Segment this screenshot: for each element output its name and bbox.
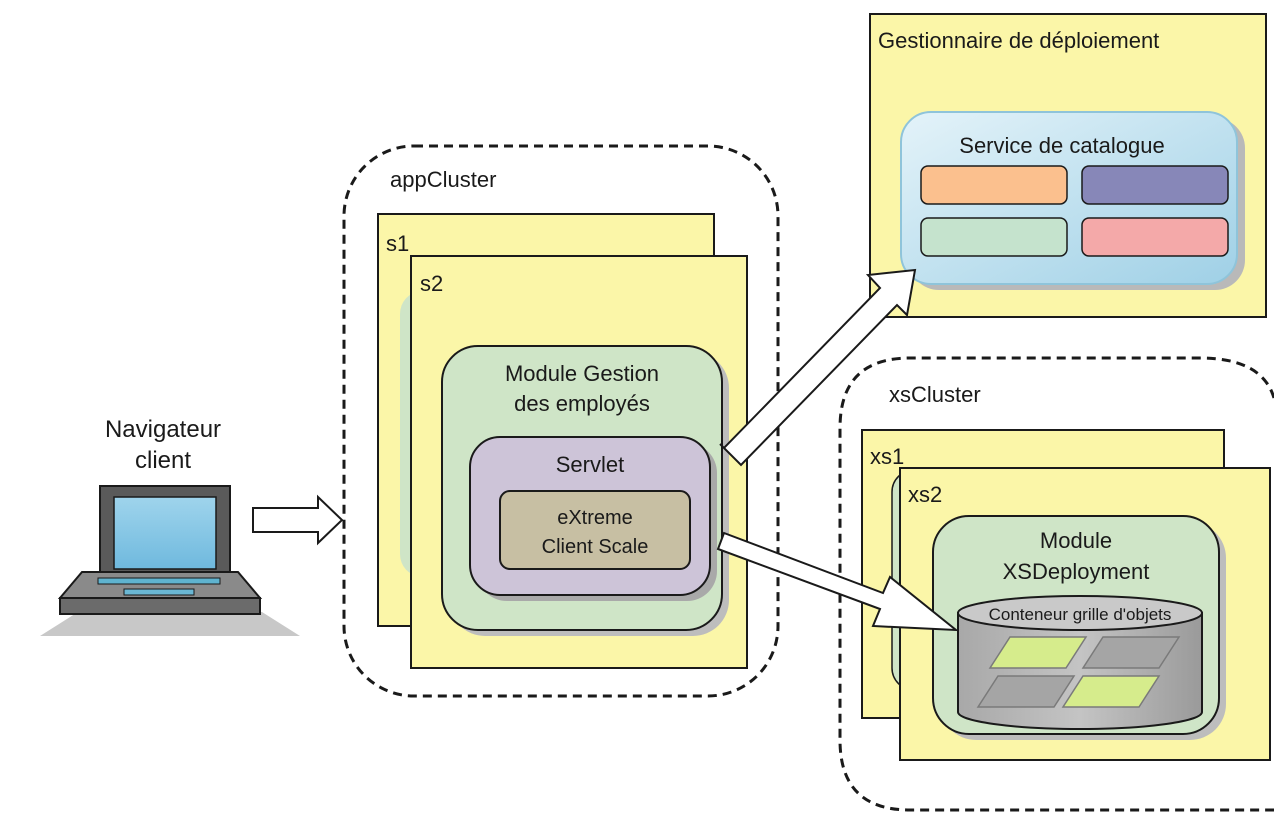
app-cluster: appCluster s1 s2 Module Gestion des empl… xyxy=(342,144,780,698)
object-grid-container-label: Conteneur grille d'objets xyxy=(989,605,1172,624)
xs-cluster-label: xsCluster xyxy=(889,382,981,407)
server-xs1-label: xs1 xyxy=(870,444,904,469)
app-cluster-label: appCluster xyxy=(390,167,496,192)
xs-module-label-line1: Module xyxy=(1040,528,1112,553)
shard-green-2 xyxy=(1061,675,1161,708)
object-grid-container: Conteneur grille d'objets xyxy=(957,595,1203,730)
client-scale-box xyxy=(499,490,691,570)
server-s1-label: s1 xyxy=(386,231,409,256)
shard-green-1 xyxy=(988,636,1088,669)
arrow-module-to-catalog xyxy=(719,268,917,467)
server-s2-label: s2 xyxy=(420,271,443,296)
xs-module-label-line2: XSDeployment xyxy=(1003,559,1150,584)
catalog-partition-orange xyxy=(920,165,1068,205)
client-label-line1: Navigateur xyxy=(105,416,221,443)
catalog-partition-green xyxy=(920,217,1068,257)
shard-gray-2 xyxy=(976,675,1076,708)
deployment-manager-label: Gestionnaire de déploiement xyxy=(878,28,1159,53)
deployment-manager: Gestionnaire de déploiement Service de c… xyxy=(869,13,1267,318)
client-label-line2: client xyxy=(135,447,191,474)
xs-cluster-boundary xyxy=(838,356,1274,812)
arrow-module-to-grid xyxy=(716,531,960,632)
client-computer: Navigateur client xyxy=(40,416,300,636)
employee-module-label-line2: des employés xyxy=(514,391,650,416)
shard-gray-1 xyxy=(1081,636,1181,669)
laptop-icon xyxy=(40,485,300,636)
client-scale-label-line1: eXtreme xyxy=(557,507,633,529)
catalog-partition-purple xyxy=(1081,165,1229,205)
employee-module-label-line1: Module Gestion xyxy=(505,361,659,386)
catalog-partition-pink xyxy=(1081,217,1229,257)
catalog-service-label: Service de catalogue xyxy=(959,133,1164,158)
servlet-label: Servlet xyxy=(556,452,624,477)
arrow-client-to-appcluster xyxy=(252,494,344,546)
client-scale-label-line2: Client Scale xyxy=(542,536,649,558)
server-xs2-label: xs2 xyxy=(908,482,942,507)
xs-cluster: xsCluster xs1 xs2 Module XSDeployment Co… xyxy=(838,356,1274,812)
